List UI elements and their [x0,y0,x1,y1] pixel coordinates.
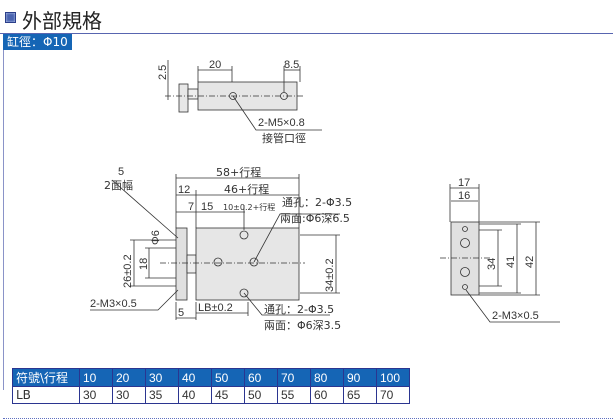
table-header-cell: 60 [244,368,278,387]
dim-7: 7 [188,201,194,213]
hole-top-line1: 通孔：2-Φ3.5 [282,196,352,209]
table-header-cell: 10 [79,368,113,387]
side-dim-16: 16 [458,190,470,202]
table-cell: 45 [211,386,245,404]
hole-top-line2: 兩面:Φ6深6.5 [280,212,350,225]
top-view-drawing [165,60,322,131]
top-dim-8-5: 8.5 [284,59,299,71]
section-bullet-icon [5,12,16,23]
dim-overall: 58+行程 [216,166,261,179]
dim-body: 46+行程 [224,183,269,196]
table-cell: 40 [178,386,212,404]
table-cell: 65 [343,386,377,404]
dim-18: 18 [138,258,150,270]
stroke-table: 符號\行程 10 20 30 40 50 60 70 80 90 100 LB … [12,368,410,404]
hole-bottom-line1: 通孔：2-Φ3.5 [264,303,334,316]
table-cell: 50 [244,386,278,404]
table-header-cell: 20 [112,368,146,387]
table-header-row: 符號\行程 10 20 30 40 50 60 70 80 90 100 [12,368,410,387]
dim-phi6: Φ6 [150,230,162,245]
title-divider [0,33,613,34]
table-cell: 30 [112,386,146,404]
page-title: 外部規格 [22,9,102,33]
side-dim-41: 41 [505,256,517,268]
thread-spec: 2-M3×0.5 [90,298,137,310]
side-thread-spec: 2-M3×0.5 [492,310,539,322]
table-cell: 35 [145,386,179,404]
table-header-cell: 符號\行程 [12,368,80,387]
dim-15: 15 [201,201,213,213]
port-label: 接管口徑 [262,131,306,145]
dim-12: 12 [178,184,190,196]
table-header-cell: 50 [211,368,245,387]
dim-10: 10±0.2+行程 [223,202,275,212]
side-view-drawing [440,184,560,323]
left-border [3,50,4,390]
width-label: 2面幅 [104,179,133,192]
table-header-cell: 100 [376,368,410,387]
table-header-cell: 90 [343,368,377,387]
front-view-drawing [90,174,340,320]
bottom-border [3,418,613,419]
table-header-cell: 40 [178,368,212,387]
top-dim-20: 20 [209,59,221,71]
table-row: LB 30 30 35 40 45 50 55 60 65 70 [12,386,410,404]
table-cell: 30 [79,386,113,404]
port-spec: 2-M5×0.8 [258,117,305,129]
bore-label: 缸徑：Φ10 [3,34,72,50]
dim-lb: LB±0.2 [198,302,233,314]
dim-5-top: 5 [118,166,124,178]
table-header-cell: 80 [310,368,344,387]
hole-bottom-line2: 兩面：Φ6深3.5 [264,319,341,332]
side-dim-42: 42 [524,256,536,268]
side-dim-17: 17 [458,177,470,189]
dim-34: 34±0.2 [324,258,336,292]
table-header-cell: 70 [277,368,311,387]
table-cell: LB [12,386,80,404]
dim-5-bottom: 5 [178,307,184,319]
dim-26: 26±0.2 [122,254,134,288]
table-cell: 70 [376,386,410,404]
table-cell: 55 [277,386,311,404]
table-cell: 60 [310,386,344,404]
top-dim-2-5: 2.5 [157,65,169,80]
table-header-cell: 30 [145,368,179,387]
side-dim-34: 34 [486,258,498,270]
